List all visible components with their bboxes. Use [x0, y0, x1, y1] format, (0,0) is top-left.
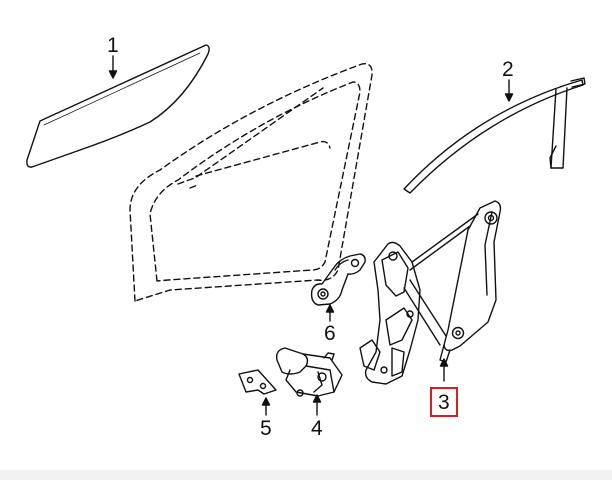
footer-band — [0, 470, 612, 480]
callout-3-highlighted[interactable]: 3 — [430, 387, 458, 417]
motor-bracket-plate-drawing — [238, 369, 277, 395]
callout-2[interactable]: 2 — [502, 58, 514, 81]
regulator-motor-drawing — [275, 347, 343, 397]
leader-4 — [312, 394, 322, 416]
callout-4[interactable]: 4 — [311, 417, 323, 440]
lift-arm-bracket-drawing — [310, 253, 366, 306]
window-regulator-drawing — [359, 200, 502, 385]
leader-2 — [504, 79, 514, 102]
callout-6[interactable]: 6 — [324, 322, 336, 345]
leader-6 — [325, 304, 335, 322]
glass-run-channel-drawing — [403, 77, 586, 194]
callout-1[interactable]: 1 — [107, 34, 119, 57]
door-glass-drawing — [26, 44, 210, 168]
callout-5[interactable]: 5 — [260, 417, 272, 440]
leader-3 — [439, 358, 449, 382]
door-frame-outline — [129, 63, 373, 302]
leader-5 — [261, 397, 271, 416]
leader-1 — [108, 55, 118, 79]
